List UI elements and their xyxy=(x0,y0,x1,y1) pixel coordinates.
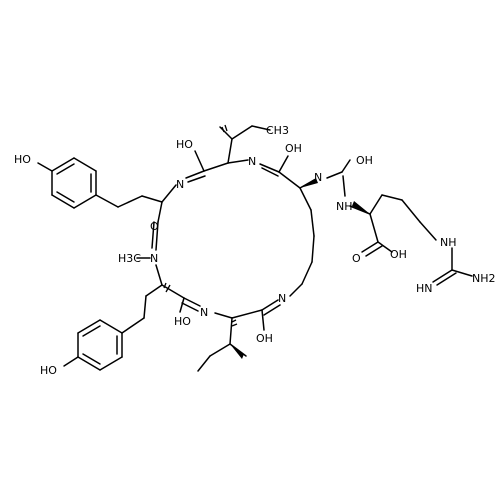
label-ho-lower-phenol: HO xyxy=(40,364,57,377)
label-nh-link: NH xyxy=(336,200,353,213)
label-oh-linker: OH xyxy=(356,154,373,167)
label-ch3-top: CH3 xyxy=(266,124,289,137)
label-n-top-right: N xyxy=(248,155,256,168)
macrocycle-ring xyxy=(136,150,315,331)
label-oh-ring-bottom-right: OH xyxy=(256,332,273,345)
label-n-top-left: N xyxy=(176,178,184,191)
label-n-amide: N xyxy=(314,171,322,184)
label-oh-ring-top: OH xyxy=(285,142,302,155)
lower-phenol-ring xyxy=(63,284,163,371)
label-h3c: H3C xyxy=(118,252,141,265)
label-n-methyl: N xyxy=(150,252,158,265)
label-ho-ring-bottom-left: HO xyxy=(174,315,191,328)
upper-phenol-ring xyxy=(37,157,163,209)
label-oh-acid: OH xyxy=(390,248,407,261)
label-hn-imine: HN xyxy=(416,282,433,295)
lower-side-chain xyxy=(197,317,247,372)
label-o-acid: O xyxy=(352,252,361,265)
label-o-carbonyl: O xyxy=(150,220,159,233)
arginine-fragment xyxy=(299,159,473,286)
upper-side-chain xyxy=(219,124,271,164)
label-n-bottom-right: N xyxy=(278,292,286,305)
label-ho-upper-phenol: HO xyxy=(14,153,31,166)
atom-labels: HO HO N N OH CH3 N OH NH O N H3C HO N N … xyxy=(14,124,496,377)
label-oh-top: HO xyxy=(176,138,193,151)
label-nh2: NH2 xyxy=(472,272,496,285)
label-n-bottom-mid: N xyxy=(200,306,208,319)
stereo-markers xyxy=(163,178,370,359)
label-nh-guan: NH xyxy=(440,236,457,249)
